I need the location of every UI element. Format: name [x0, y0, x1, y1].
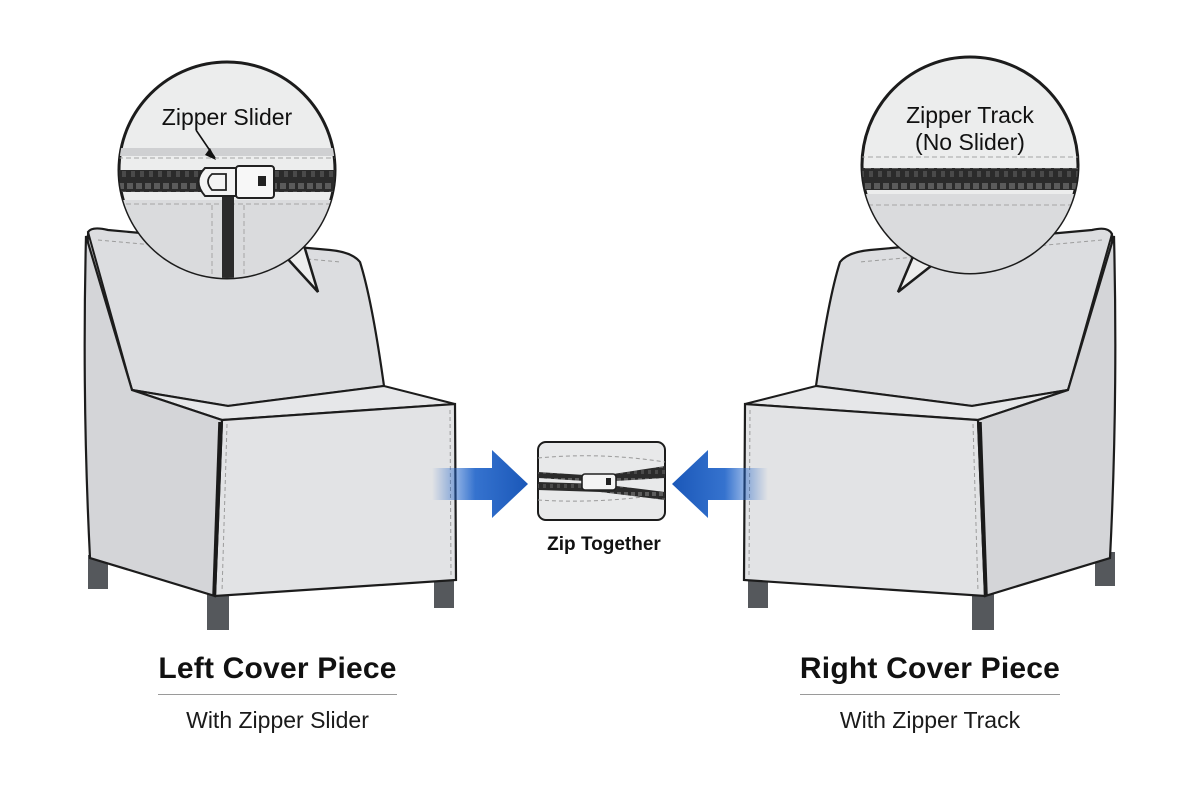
- left-chair-leg-back: [88, 555, 108, 589]
- zipper-track-label-line1: Zipper Track: [906, 102, 1034, 128]
- right-callout-zipper-teeth: [862, 168, 1078, 190]
- arrow-right: [432, 450, 528, 518]
- left-caption: Left Cover Piece With Zipper Slider: [120, 652, 435, 734]
- left-chair-cover: [83, 227, 458, 630]
- zip-together-label: Zip Together: [547, 534, 661, 555]
- zip-together-inset: [537, 441, 666, 521]
- left-chair-skirt-side: [83, 235, 224, 598]
- left-cover-title: Left Cover Piece: [158, 652, 397, 695]
- right-chair-cover: [742, 227, 1117, 630]
- zipper-slider-icon: [197, 165, 275, 199]
- arrow-left: [672, 450, 768, 518]
- right-chair-skirt-front: [742, 402, 987, 598]
- left-chair-leg-front-left: [207, 588, 229, 630]
- right-zipper-track-callout: Zipper Track (No Slider): [860, 55, 1080, 293]
- right-chair-leg-front-right: [972, 590, 994, 630]
- right-cover-title: Right Cover Piece: [799, 652, 1061, 695]
- right-chair-zipper-seam: [978, 421, 988, 596]
- zipper-slider-label: Zipper Slider: [162, 104, 293, 130]
- left-chair-skirt-front: [213, 402, 458, 598]
- left-zipper-slider-callout: Zipper Slider: [117, 60, 337, 293]
- zipper-pull-icon: [581, 473, 617, 491]
- right-caption: Right Cover Piece With Zipper Track: [770, 652, 1090, 734]
- zipper-track-label-line2: (No Slider): [915, 129, 1025, 155]
- right-cover-subtitle: With Zipper Track: [839, 707, 1021, 733]
- right-chair-skirt-side: [976, 235, 1117, 598]
- left-cover-subtitle: With Zipper Slider: [186, 707, 369, 733]
- left-chair-zipper-seam: [212, 421, 222, 596]
